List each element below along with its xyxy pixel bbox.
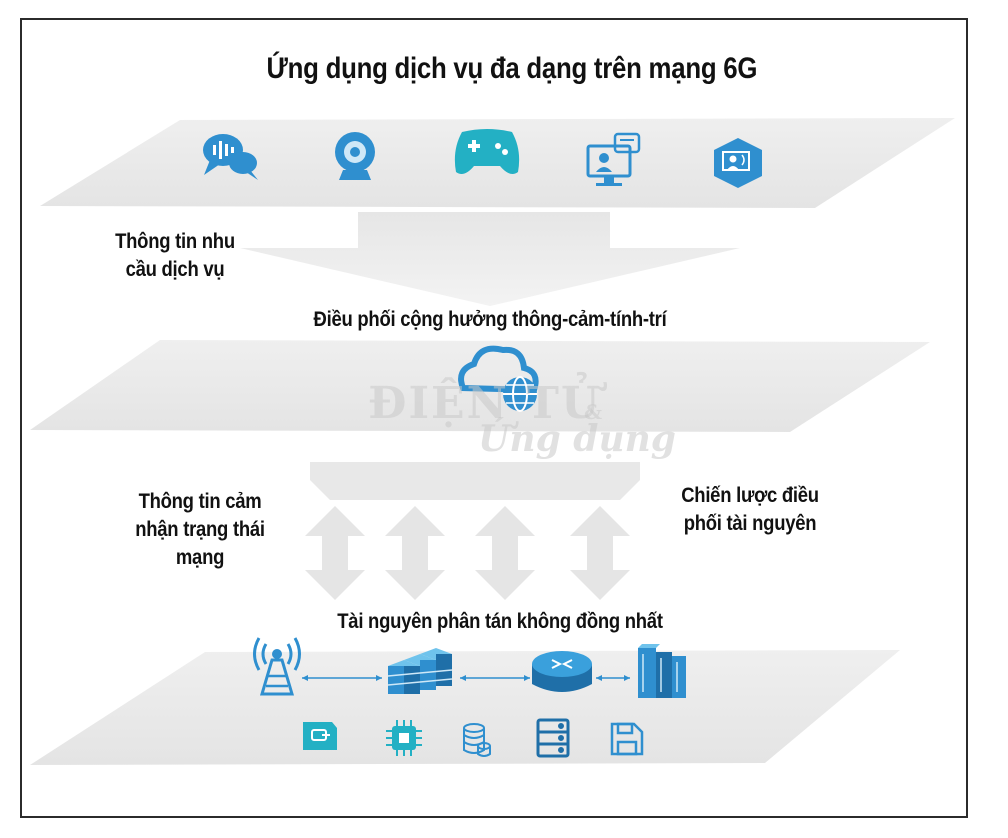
coordination-label: Điều phối cộng hưởng thông-cảm-tính-trí <box>313 308 667 331</box>
server-blocks-icon <box>387 648 453 694</box>
resource-strategy-label: Chiến lược điều phối tài nguyên <box>671 482 829 538</box>
arrow-head <box>524 675 530 681</box>
chip-icon <box>386 720 422 756</box>
double-arrow <box>305 506 630 600</box>
floppy-disk-icon <box>610 722 644 756</box>
service-demand-line: Thông tin nhu <box>115 230 235 253</box>
watermark-mark: & <box>584 400 603 424</box>
server-rack-icon <box>638 644 686 698</box>
gamepad-icon <box>454 129 520 174</box>
network-sensing-label: Thông tin cảm nhận trạng thái mạng <box>121 488 279 572</box>
video-conference-icon <box>714 138 762 188</box>
watermark-line1: ĐIỆN TỬ <box>368 378 602 429</box>
resource-strategy-line: Chiến lược điều <box>681 484 819 507</box>
diagram-title: Ứng dụng dịch vụ đa dạng trên mạng 6G <box>266 52 758 85</box>
arrow-head <box>302 675 308 681</box>
network-sensing-line: Thông tin cảm <box>138 490 262 513</box>
service-demand-line: cầu dịch vụ <box>125 258 225 281</box>
service-demand-label: Thông tin nhu cầu dịch vụ <box>100 228 250 284</box>
resource-strategy-line: phối tài nguyên <box>683 512 817 535</box>
arrow-head <box>376 675 382 681</box>
arrow-head <box>460 675 466 681</box>
strategy-funnel <box>310 462 640 500</box>
watermark-line2: Ứng dụng <box>478 418 676 460</box>
voice-chat-icon <box>203 134 258 180</box>
network-sensing-line: nhận trạng thái <box>135 518 265 541</box>
heterogeneous-resources-label: Tài nguyên phân tán không đồng nhất <box>337 610 663 633</box>
server-cabinet-icon <box>536 718 570 758</box>
antenna-tower-icon <box>253 637 301 696</box>
cloud-globe-icon <box>458 345 539 412</box>
webcam-icon <box>335 132 375 180</box>
router-icon <box>532 651 592 692</box>
arrow-head <box>624 675 630 681</box>
online-teacher-icon <box>586 132 641 186</box>
arrow-head <box>596 675 602 681</box>
demand-arrow <box>240 212 740 306</box>
sd-card-icon <box>303 722 337 750</box>
network-sensing-line: mạng <box>175 546 225 569</box>
database-icon <box>463 723 491 757</box>
